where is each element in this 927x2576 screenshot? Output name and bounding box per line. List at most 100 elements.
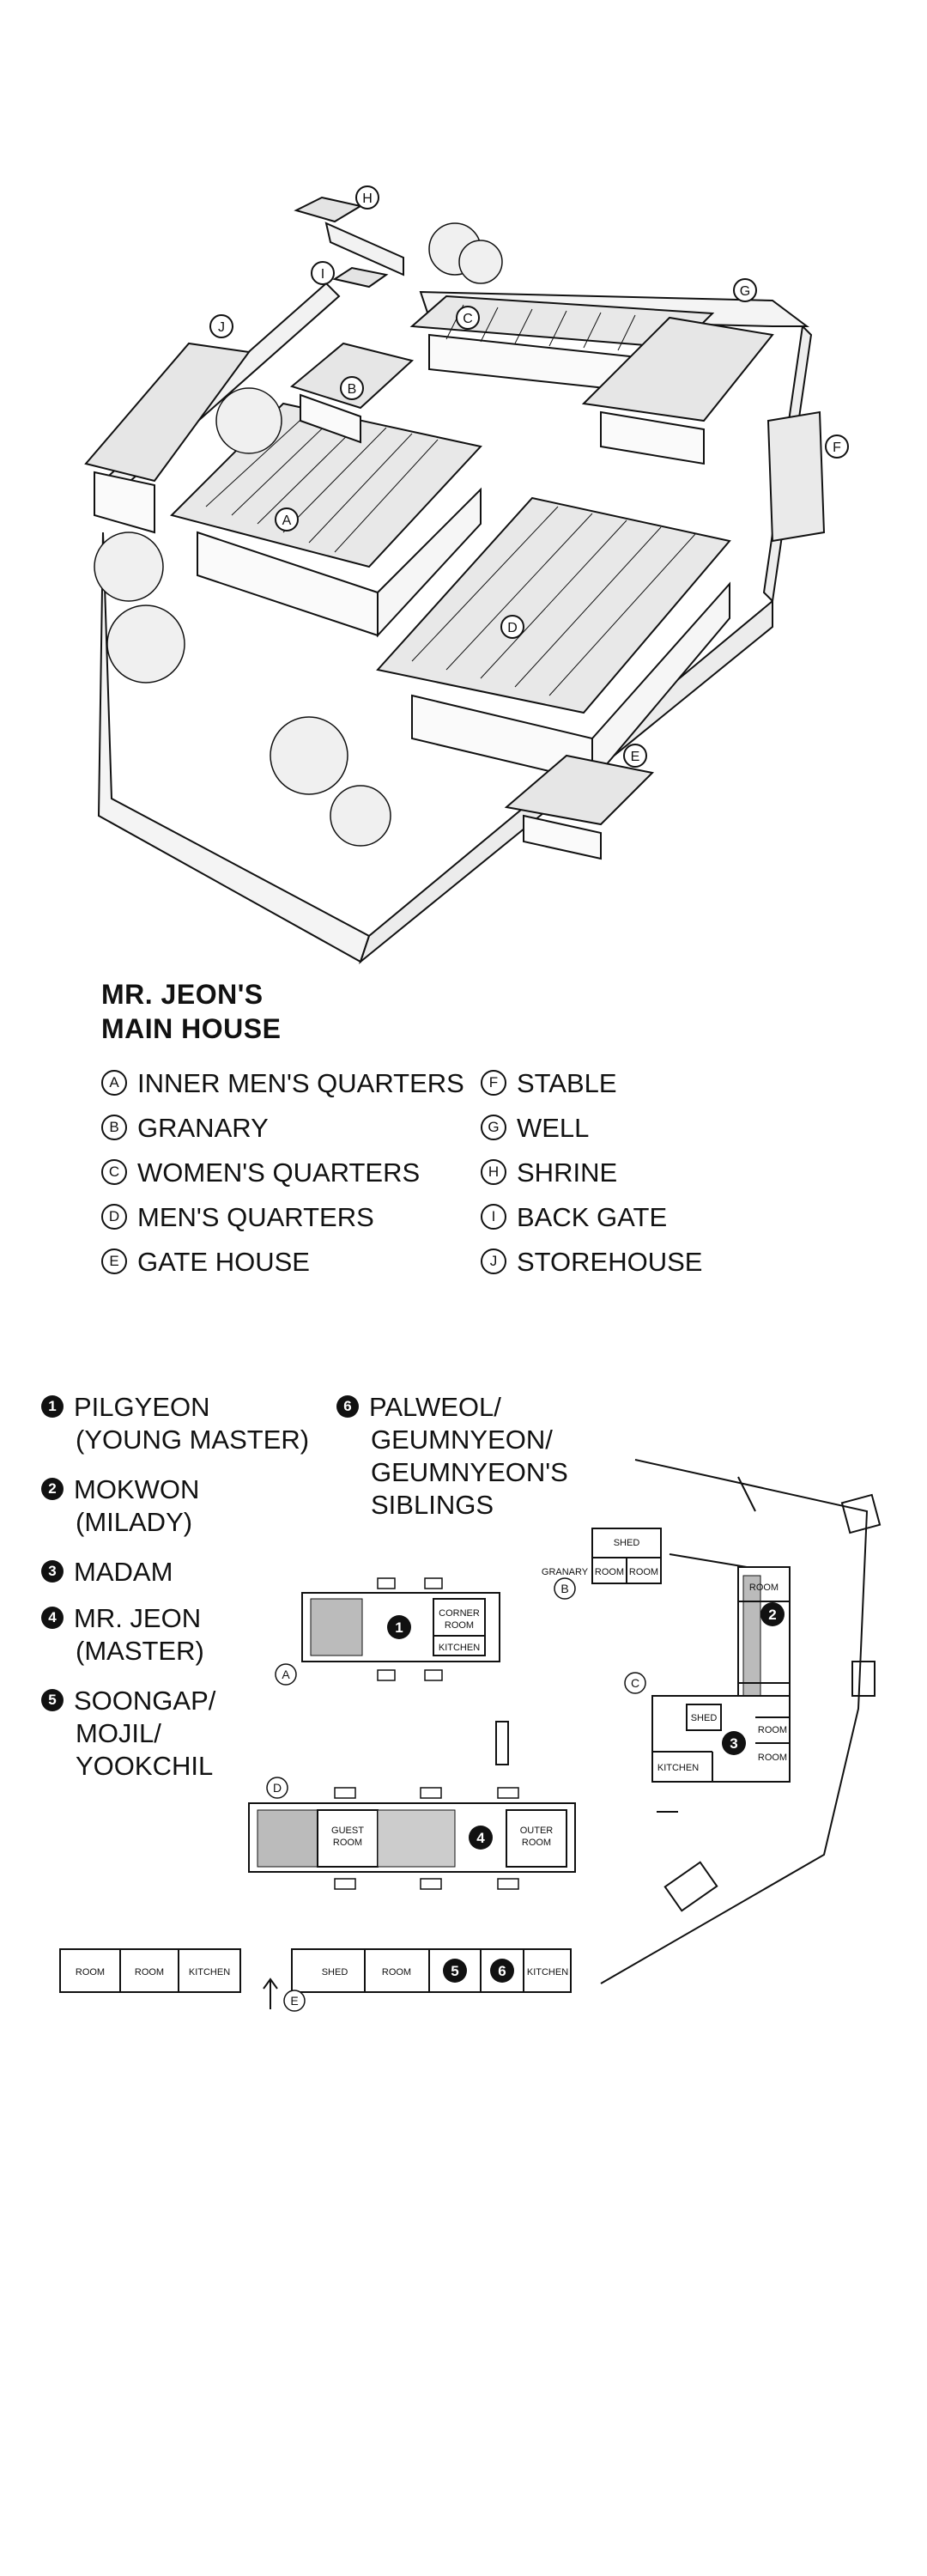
plan-marker-3: 3 <box>722 1731 746 1755</box>
legend-label: WOMEN'S QUARTERS <box>137 1157 421 1188</box>
marker-h: H <box>355 185 379 210</box>
floorplan-key-3: 3 MADAM <box>41 1556 173 1589</box>
svg-text:2: 2 <box>768 1607 776 1623</box>
legend-marker-i: I <box>481 1203 506 1230</box>
legend-item-g: G WELL <box>481 1113 589 1144</box>
legend-item-e: E GATE HOUSE <box>101 1247 310 1278</box>
legend-label: SHRINE <box>517 1157 618 1188</box>
marker-group: H I G J C B F A D E <box>209 185 849 768</box>
legend-item-f: F STABLE <box>481 1068 617 1099</box>
key-line: GEUMNYEON/ <box>371 1425 553 1455</box>
plan-label-kitchen: KITCHEN <box>527 1967 568 1978</box>
key-number-3: 3 <box>41 1559 64 1583</box>
svg-text:D: D <box>507 621 518 635</box>
legend-marker-g: G <box>481 1114 506 1140</box>
plan-marker-c: C <box>624 1672 646 1694</box>
legend-label: STOREHOUSE <box>517 1247 703 1277</box>
plan-label-kitchen: KITCHEN <box>657 1763 699 1773</box>
building-f <box>766 410 826 543</box>
legend-marker-b: B <box>101 1114 127 1140</box>
legend-marker-d: D <box>101 1203 127 1230</box>
shrine <box>294 196 363 223</box>
plan-label-room: ROOM <box>135 1967 164 1978</box>
plan-label-room: ROOM <box>382 1967 411 1978</box>
plan-number-markers: 1 2 3 4 5 6 <box>387 1602 785 1983</box>
marker-f: F <box>825 434 849 459</box>
legend-item-j: J STOREHOUSE <box>481 1247 702 1278</box>
svg-text:A: A <box>282 513 292 528</box>
legend-marker-f: F <box>481 1069 506 1096</box>
plan-marker-6: 6 <box>490 1959 514 1983</box>
floor-plan: SHED GRANARY ROOM ROOM ROOM CORNER ROOM … <box>59 1459 882 2012</box>
plan-label-shed: SHED <box>691 1713 718 1723</box>
legend-marker-j: J <box>481 1248 506 1274</box>
key-line: (MILADY) <box>76 1507 193 1537</box>
gate-top-right <box>840 1493 882 1534</box>
key-line: PALWEOL/ <box>369 1392 501 1422</box>
granary-block <box>591 1528 662 1584</box>
building-soongap <box>291 1948 572 1993</box>
back-gate <box>332 266 389 289</box>
plan-label-room: ROOM <box>749 1583 779 1593</box>
svg-text:5: 5 <box>451 1963 458 1979</box>
gate-lower-right <box>663 1861 718 1912</box>
plan-marker-5: 5 <box>443 1959 467 1983</box>
tree-cluster <box>94 222 503 847</box>
marker-e: E <box>623 744 647 768</box>
floorplan-key-6: 6 PALWEOL/ GEUMNYEON/ GEUMNYEON'S SIBLING… <box>336 1391 568 1522</box>
key-line: SIBLINGS <box>371 1490 494 1520</box>
svg-text:C: C <box>463 312 473 326</box>
legend-label: GATE HOUSE <box>137 1247 310 1277</box>
plan-label-guest-room: ROOM <box>333 1838 362 1848</box>
plan-label-room: ROOM <box>76 1967 105 1978</box>
legend-label: STABLE <box>517 1068 617 1098</box>
key-line: GEUMNYEON'S <box>371 1457 568 1487</box>
marker-b: B <box>340 376 364 400</box>
svg-text:I: I <box>321 267 324 282</box>
compound-wall <box>600 1459 869 1984</box>
plan-marker-b: B <box>554 1577 576 1600</box>
svg-text:J: J <box>218 320 225 335</box>
key-line: MADAM <box>74 1557 173 1587</box>
plan-label-room: ROOM <box>758 1725 787 1735</box>
svg-text:H: H <box>362 191 373 206</box>
key-line: (YOUNG MASTER) <box>76 1425 310 1455</box>
key-line: YOOKCHIL <box>76 1751 214 1781</box>
page-title: MR. JEON'S MAIN HOUSE <box>101 977 281 1046</box>
building-d <box>376 496 731 784</box>
plan-letter-markers: B A C D E <box>266 1577 646 2012</box>
key-number-6: 6 <box>336 1394 359 1418</box>
plan-labels: SHED GRANARY ROOM ROOM ROOM CORNER ROOM … <box>76 1538 787 1978</box>
svg-text:E: E <box>631 750 640 764</box>
svg-text:F: F <box>833 440 841 455</box>
plan-marker-2: 2 <box>760 1602 785 1626</box>
legend-marker-h: H <box>481 1158 506 1185</box>
legend-marker-e: E <box>101 1248 127 1274</box>
key-line: PILGYEON <box>74 1392 210 1422</box>
plan-marker-4: 4 <box>469 1826 493 1850</box>
marker-a: A <box>275 507 299 532</box>
building-mr-jeon <box>248 1802 576 1873</box>
plan-label-outer-room: OUTER <box>520 1826 554 1836</box>
entrance-arrow-icon <box>263 1978 278 2009</box>
svg-text:G: G <box>740 284 750 299</box>
shrine-path <box>324 222 404 276</box>
gate-right <box>851 1661 876 1697</box>
plan-marker-e: E <box>283 1990 306 2012</box>
building-1-steps <box>377 1577 443 1681</box>
key-line: MR. JEON <box>74 1603 202 1633</box>
plan-label-kitchen: KITCHEN <box>189 1967 230 1978</box>
key-line: MOJIL/ <box>76 1718 161 1748</box>
building-bottom-left <box>59 1948 241 1993</box>
key-line: (MASTER) <box>76 1636 204 1666</box>
legend-label: WELL <box>517 1113 590 1143</box>
plan-label-corner-room: CORNER <box>439 1608 480 1619</box>
plan-label-room: ROOM <box>595 1567 624 1577</box>
building-4-steps <box>334 1787 519 1890</box>
plan-label-outer-room: ROOM <box>522 1838 551 1848</box>
building-e <box>504 754 655 860</box>
